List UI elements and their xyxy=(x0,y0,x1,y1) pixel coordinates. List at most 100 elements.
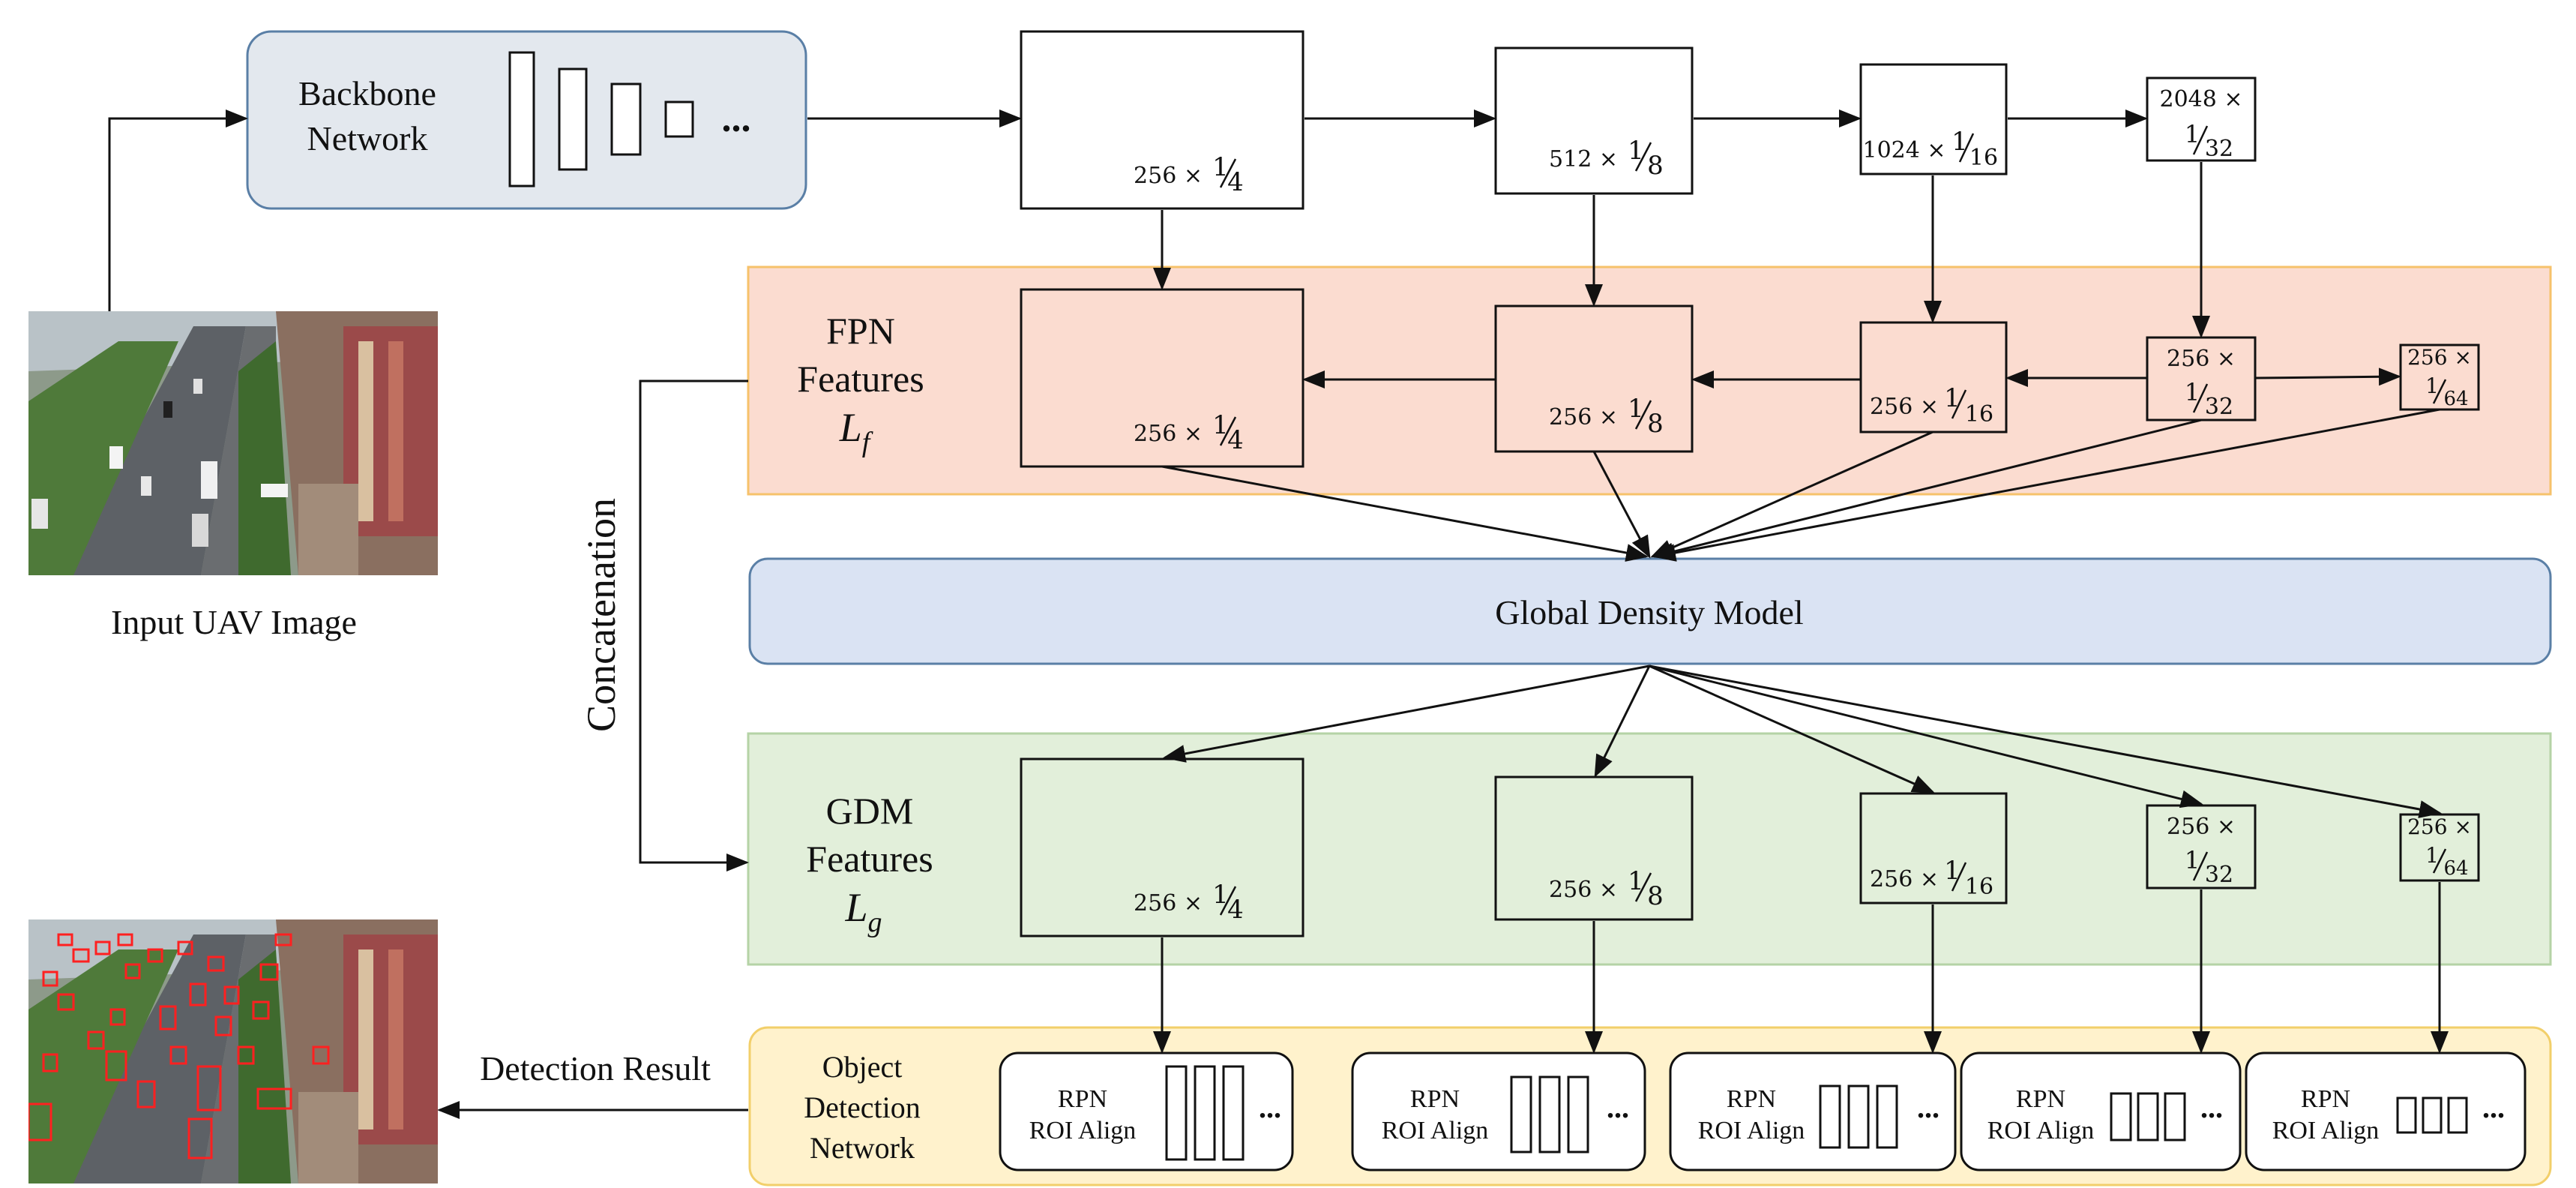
rpn-roi-block-1: RPN ROI Align ... xyxy=(999,1052,1294,1172)
arrow-icon xyxy=(1592,451,1651,559)
svg-text:256 ×: 256 × xyxy=(1134,421,1203,447)
arrow-icon xyxy=(1161,465,1649,562)
svg-text:8: 8 xyxy=(1647,409,1664,439)
svg-text:RPN: RPN xyxy=(1058,1085,1107,1113)
svg-text:256 ×: 256 × xyxy=(1549,877,1618,903)
svg-text:ROI Align: ROI Align xyxy=(1029,1117,1137,1144)
gdm-feature-5 xyxy=(2399,813,2480,882)
svg-text:RPN: RPN xyxy=(2301,1085,2350,1113)
svg-text:16: 16 xyxy=(1965,874,1993,900)
gdm-symbol: Lg xyxy=(844,885,882,938)
fpn-feature-label-4: 256 × 1 32 xyxy=(2167,346,2236,420)
detection-result-label: Detection Result xyxy=(480,1049,711,1088)
gdm-feature-label-1: 256 × 1 4 xyxy=(1134,880,1244,925)
gdm-feature-label-5: 256 × 1 64 xyxy=(2407,814,2472,880)
backbone-feature-label-4: 2048 × 1 32 xyxy=(2159,86,2242,162)
svg-text:1: 1 xyxy=(1951,127,1968,157)
backbone-layer-1 xyxy=(508,51,535,188)
rpn-roi-block-3: RPN ROI Align ... xyxy=(1669,1052,1957,1172)
arrow-icon xyxy=(1649,664,2203,808)
backbone-layer-3 xyxy=(610,82,642,156)
detection-result-image xyxy=(28,920,438,1184)
backbone-label-line1: Backbone xyxy=(298,74,436,112)
rpn-roi-block-2: RPN ROI Align ... xyxy=(1351,1052,1646,1172)
fpn-label-line2: Features xyxy=(797,358,924,400)
odn-label-line3: Network xyxy=(810,1131,915,1165)
backbone-layer-2 xyxy=(558,68,588,171)
svg-text:1: 1 xyxy=(1212,880,1229,910)
svg-text:1024 ×: 1024 × xyxy=(1862,137,1945,164)
backbone-feature-c3 xyxy=(1494,46,1694,195)
svg-text:8: 8 xyxy=(1647,881,1664,911)
svg-text:...: ... xyxy=(2482,1090,2505,1124)
arrow-icon xyxy=(1653,408,2440,562)
concatenation-label: Concatenation xyxy=(579,498,624,732)
arrow-icon xyxy=(1650,430,1933,558)
svg-text:256 ×: 256 × xyxy=(1134,890,1203,916)
fpn-feature-label-5: 256 × 1 64 xyxy=(2407,345,2472,410)
svg-text:16: 16 xyxy=(1969,145,1998,171)
gdm-feature-label-3: 256 × 1 16 xyxy=(1870,856,1993,900)
fpn-feature-p2 xyxy=(1020,288,1304,468)
global-density-model-label: Global Density Model xyxy=(1495,593,1803,632)
svg-text:256 ×: 256 × xyxy=(1134,163,1203,189)
svg-text:1: 1 xyxy=(2425,843,2439,868)
gdm-label-line1: GDM xyxy=(826,790,914,832)
arrow-icon xyxy=(1652,418,2202,561)
svg-text:256 ×: 256 × xyxy=(1549,404,1618,430)
svg-text:256 ×: 256 × xyxy=(1870,866,1939,892)
backbone-feature-c2 xyxy=(1020,30,1304,210)
svg-text:...: ... xyxy=(1917,1090,1939,1124)
svg-text:256 ×: 256 × xyxy=(2167,814,2236,840)
svg-text:1: 1 xyxy=(1628,866,1644,896)
svg-text:256 ×: 256 × xyxy=(2407,345,2472,370)
fpn-feature-label-1: 256 × 1 4 xyxy=(1134,410,1244,455)
svg-text:...: ... xyxy=(1607,1090,1629,1124)
svg-text:1: 1 xyxy=(1944,856,1960,886)
svg-text:512 ×: 512 × xyxy=(1549,146,1618,172)
svg-text:RPN: RPN xyxy=(2016,1085,2065,1113)
svg-text:1: 1 xyxy=(2185,846,2200,874)
gdm-feature-label-4: 256 × 1 32 xyxy=(2167,814,2236,888)
fpn-label-line1: FPN xyxy=(826,310,895,352)
svg-text:8: 8 xyxy=(1647,151,1664,181)
svg-text:256 ×: 256 × xyxy=(2167,346,2236,372)
detection-boxes xyxy=(28,933,330,1160)
svg-text:ROI Align: ROI Align xyxy=(1382,1117,1489,1144)
svg-text:1: 1 xyxy=(1212,410,1229,440)
fpn-feature-p6 xyxy=(2399,344,2480,411)
odn-label-line1: Object xyxy=(822,1050,903,1084)
gdm-label-line2: Features xyxy=(806,838,933,880)
svg-text:ROI Align: ROI Align xyxy=(1698,1117,1805,1144)
global-density-model-bar xyxy=(748,557,2552,665)
rpn-roi-block-5: RPN ROI Align ... xyxy=(2245,1052,2527,1172)
rpn-roi-block-4: RPN ROI Align ... xyxy=(1960,1052,2242,1172)
backbone-label-line2: Network xyxy=(307,119,428,158)
gdm-feature-1 xyxy=(1020,758,1304,938)
svg-text:...: ... xyxy=(1259,1090,1281,1124)
svg-text:32: 32 xyxy=(2205,394,2233,420)
gdm-feature-2 xyxy=(1494,776,1694,921)
svg-text:256 ×: 256 × xyxy=(1870,394,1939,420)
svg-text:4: 4 xyxy=(1227,167,1244,197)
svg-text:32: 32 xyxy=(2205,862,2233,888)
svg-text:RPN: RPN xyxy=(1727,1085,1776,1113)
arrow-icon xyxy=(639,380,749,872)
arrow-icon xyxy=(1649,664,1935,794)
svg-text:1: 1 xyxy=(2185,120,2200,148)
backbone-layer-4 xyxy=(664,100,694,138)
svg-text:ROI Align: ROI Align xyxy=(2272,1117,2380,1144)
backbone-feature-label-1: 256 × 1 4 xyxy=(1134,152,1244,197)
arrow-icon xyxy=(1594,665,1651,778)
svg-text:1: 1 xyxy=(2425,374,2439,398)
svg-text:16: 16 xyxy=(1965,401,1993,428)
fpn-feature-label-2: 256 × 1 8 xyxy=(1549,394,1664,439)
fpn-feature-p4 xyxy=(1859,321,2008,434)
svg-text:1: 1 xyxy=(1628,136,1644,166)
svg-text:1: 1 xyxy=(1944,383,1960,413)
fpn-feature-label-3: 256 × 1 16 xyxy=(1870,383,1993,428)
svg-text:1: 1 xyxy=(2185,378,2200,406)
svg-text:1: 1 xyxy=(1212,152,1229,182)
svg-text:32: 32 xyxy=(2205,136,2233,162)
